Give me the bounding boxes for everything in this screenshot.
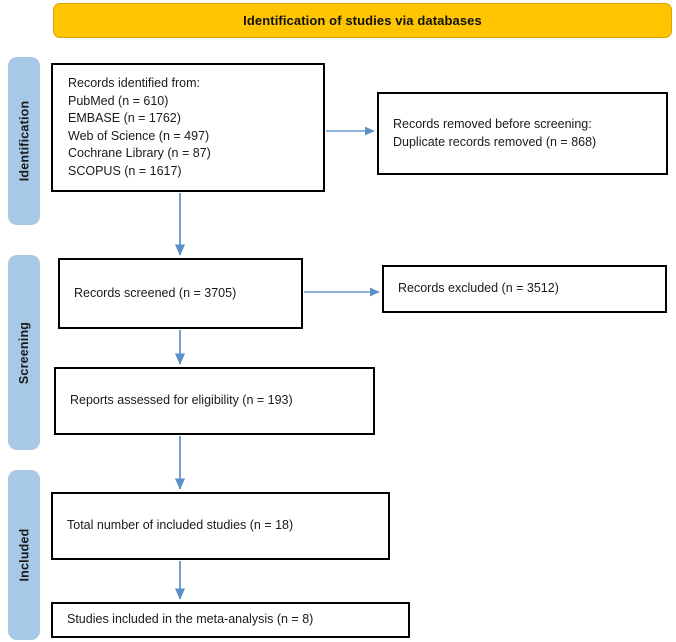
stage-label-identification-text: Identification: [17, 100, 32, 182]
box-records-excluded: Records excluded (n = 3512): [382, 265, 667, 313]
stage-label-included: Included: [8, 470, 40, 640]
stage-label-included-text: Included: [17, 528, 31, 582]
box-total-included-studies: Total number of included studies (n = 18…: [51, 492, 390, 560]
box-records-screened: Records screened (n = 3705): [58, 258, 303, 329]
box-studies-meta-analysis-text: Studies included in the meta-analysis (n…: [67, 612, 314, 627]
box-records-identified: Records identified from: PubMed (n = 610…: [51, 63, 325, 192]
box-total-included-studies-text: Total number of included studies (n = 18…: [67, 518, 294, 533]
header-banner-title: Identification of studies via databases: [243, 13, 482, 28]
box-records-identified-text: Records identified from: PubMed (n = 610…: [68, 76, 211, 178]
box-records-removed: Records removed before screening: Duplic…: [377, 92, 668, 175]
box-reports-assessed-eligibility: Reports assessed for eligibility (n = 19…: [54, 367, 375, 435]
box-records-removed-text: Records removed before screening: Duplic…: [393, 117, 597, 149]
stage-label-screening: Screening: [8, 255, 40, 450]
box-studies-meta-analysis: Studies included in the meta-analysis (n…: [51, 602, 410, 638]
stage-label-identification: Identification: [8, 57, 40, 225]
box-reports-assessed-eligibility-text: Reports assessed for eligibility (n = 19…: [70, 393, 293, 408]
box-records-screened-text: Records screened (n = 3705): [74, 285, 237, 300]
box-records-excluded-text: Records excluded (n = 3512): [398, 281, 559, 296]
header-banner: Identification of studies via databases: [53, 3, 672, 38]
stage-label-screening-text: Screening: [17, 321, 31, 384]
